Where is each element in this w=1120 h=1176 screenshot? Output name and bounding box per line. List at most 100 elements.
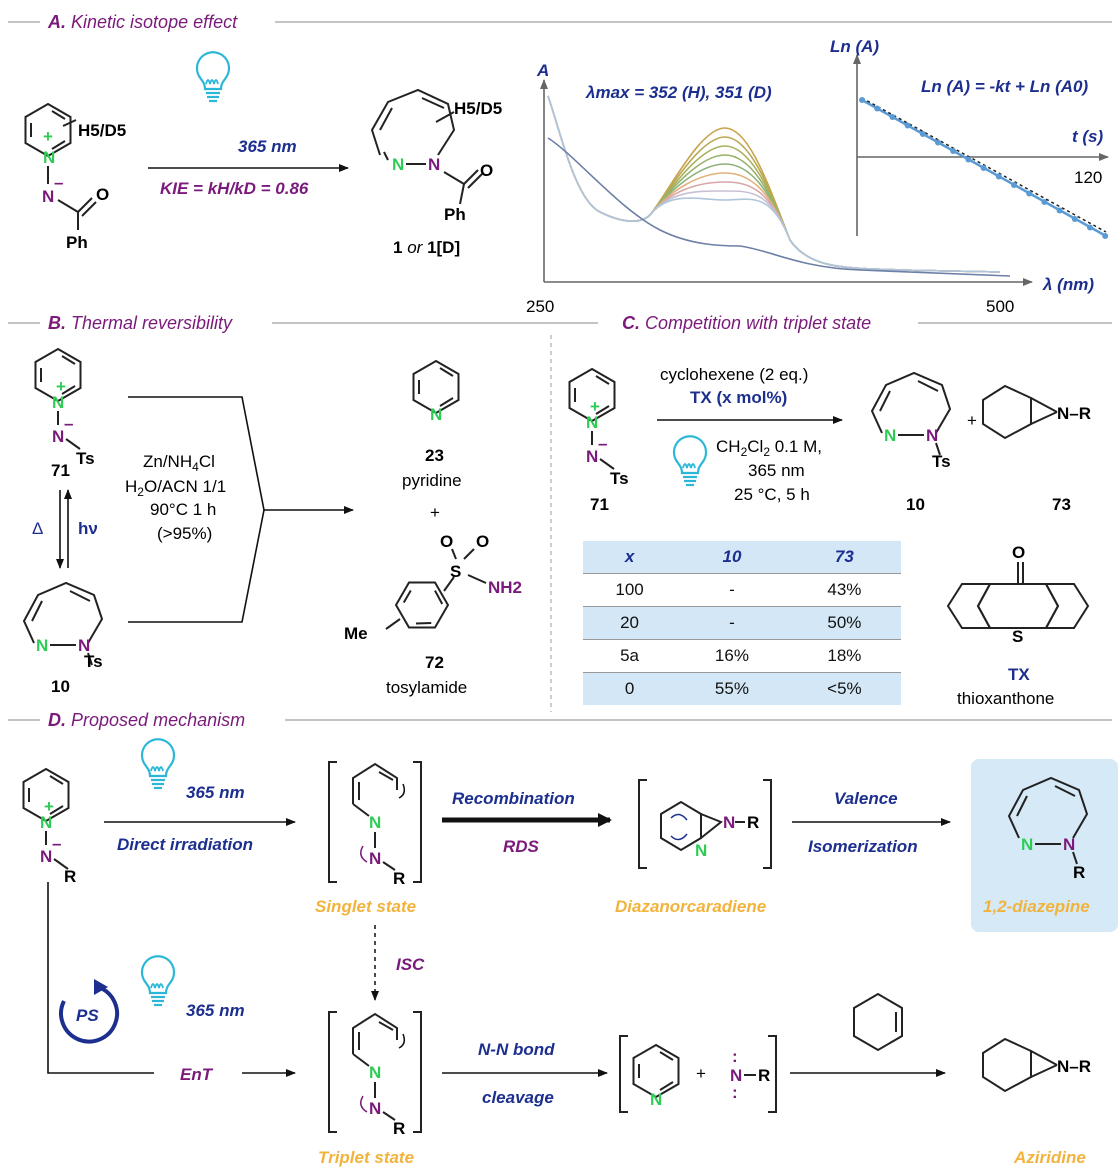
spectra-curves [547, 95, 1011, 277]
pyridinium-ylide-d: N + N – R [22, 768, 76, 886]
plus-sign-c: + [967, 411, 977, 430]
inset-data-point [965, 156, 972, 163]
inset-data-point [950, 148, 957, 154]
svg-text::: : [732, 1047, 738, 1066]
section-c-title: Competition with triplet state [645, 313, 871, 333]
svg-text:N: N [1021, 835, 1033, 854]
inset-data-point [874, 105, 881, 112]
pyridine-label: pyridine [402, 471, 462, 490]
spectrum-curve [547, 95, 1001, 273]
product-label: 1 or 1[D] [393, 238, 460, 257]
svg-text:Me: Me [344, 624, 368, 643]
svg-text:Ph: Ph [444, 205, 466, 224]
inset-data-point [859, 97, 865, 103]
table-row: 0 55% <5% [583, 672, 901, 705]
svg-text:N: N [695, 841, 707, 860]
svg-text:Ph: Ph [66, 233, 88, 252]
svg-text:N: N [428, 155, 440, 174]
section-b-title: Thermal reversibility [71, 313, 233, 333]
svg-text:+: + [590, 397, 600, 416]
section-a-header: A. Kinetic isotope effect [8, 12, 1112, 32]
svg-text:N: N [730, 1066, 742, 1085]
svg-text:R: R [64, 867, 76, 886]
tx-label: TX [1008, 665, 1030, 684]
spectrum-x-label: λ (nm) [1042, 275, 1094, 294]
spectrum-x-tick-250: 250 [526, 297, 554, 316]
direct-irradiation-label: Direct irradiation [117, 835, 253, 854]
aziridine-73: N–R [982, 384, 1091, 440]
n-aminopyridinium-reactant: N + H5/D5 N – O Ph [24, 103, 126, 252]
svg-text:S: S [1012, 627, 1023, 646]
bulb-icon-d1 [140, 738, 176, 790]
svg-text:N: N [43, 148, 55, 167]
inset-data-point [1026, 190, 1033, 197]
svg-text:Ts: Ts [932, 452, 951, 471]
diazepine-highlight-box [971, 759, 1118, 932]
rds-label: RDS [503, 837, 540, 856]
kinetic-inset-plot: Ln (A) Ln (A) = -kt + Ln (A0) t (s) 120 [830, 37, 1109, 239]
compound-23-label: 23 [425, 446, 444, 465]
condition-solvent: CH2Cl2 0.1 M, [716, 437, 822, 459]
spectrum-x-tick-500: 500 [986, 297, 1014, 316]
aziridine-label: Aziridine [1013, 1148, 1086, 1167]
svg-text:N: N [884, 426, 896, 445]
inset-data-point [919, 131, 926, 137]
regression-line [861, 97, 1107, 233]
lambda-max-label: λmax = 352 (H), 351 (D) [585, 83, 772, 102]
svg-text:N: N [926, 426, 938, 445]
svg-text:H5/D5: H5/D5 [454, 99, 502, 118]
compound-71-label-c: 71 [590, 495, 609, 514]
svg-text:N: N [40, 813, 52, 832]
svg-text:R: R [758, 1066, 770, 1085]
section-a-title: Kinetic isotope effect [71, 12, 238, 32]
pyridine-product: N [412, 360, 460, 424]
inset-x-tick: 120 [1074, 168, 1102, 187]
svg-text:+: + [696, 1064, 706, 1083]
svg-text:N: N [369, 813, 381, 832]
aziridine-product-d: N–R [982, 1037, 1091, 1093]
svg-text:B. Thermal reversibility: B. Thermal reversibility [48, 313, 233, 333]
triplet-state-label: Triplet state [318, 1148, 414, 1167]
tosylamide-label: tosylamide [386, 678, 467, 697]
hv-label: hν [78, 519, 98, 538]
svg-text:O: O [476, 532, 489, 551]
table-row: 100 - 43% [583, 573, 901, 607]
wavelength-d2: 365 nm [186, 1001, 245, 1020]
svg-text:R: R [393, 869, 405, 888]
inset-data-point [1011, 182, 1017, 188]
valence-label: Valence [834, 789, 898, 808]
svg-text:N: N [650, 1090, 662, 1109]
bulb-icon-d2 [140, 955, 176, 1007]
svg-text:R: R [1073, 863, 1085, 882]
wavelength-label: 365 nm [238, 137, 297, 156]
plus-sign: + [430, 503, 440, 522]
inset-data-point [1087, 224, 1093, 231]
triplet-intermediate: N N R [328, 1011, 422, 1138]
singlet-intermediate: N N R [328, 761, 422, 888]
reagent-cyclohexene: cyclohexene (2 eq.) [660, 365, 808, 384]
svg-text:+: + [43, 127, 53, 146]
kie-label: KIE = kH/kD = 0.86 [160, 179, 309, 198]
svg-text:NH2: NH2 [488, 578, 522, 597]
inset-data-point [995, 173, 1002, 180]
photosensitizer-cycle-icon: PS [59, 979, 120, 1044]
ps-label: PS [76, 1006, 99, 1025]
spectrum-curve [547, 95, 1001, 273]
svg-text:R: R [393, 1119, 405, 1138]
svg-text:N: N [1063, 835, 1075, 854]
diazanorcaradiene-intermediate: N N R [638, 779, 772, 869]
ent-path [47, 882, 154, 1074]
section-d-header: D. Proposed mechanism [8, 710, 1112, 730]
diazepine-product: N N H5/D5 O Ph [370, 88, 502, 224]
svg-text:D. Proposed mechanism: D. Proposed mechanism [48, 710, 245, 730]
svg-text:N: N [52, 427, 64, 446]
inset-data-point [1102, 233, 1109, 239]
svg-text:N: N [369, 1099, 381, 1118]
thioxanthone-structure: O S [946, 543, 1090, 646]
svg-text:–: – [52, 834, 61, 853]
compound-10-product-c: N N Ts [870, 371, 952, 471]
svg-text:N: N [36, 636, 48, 655]
svg-text:O: O [440, 532, 453, 551]
svg-text:N: N [52, 393, 64, 412]
